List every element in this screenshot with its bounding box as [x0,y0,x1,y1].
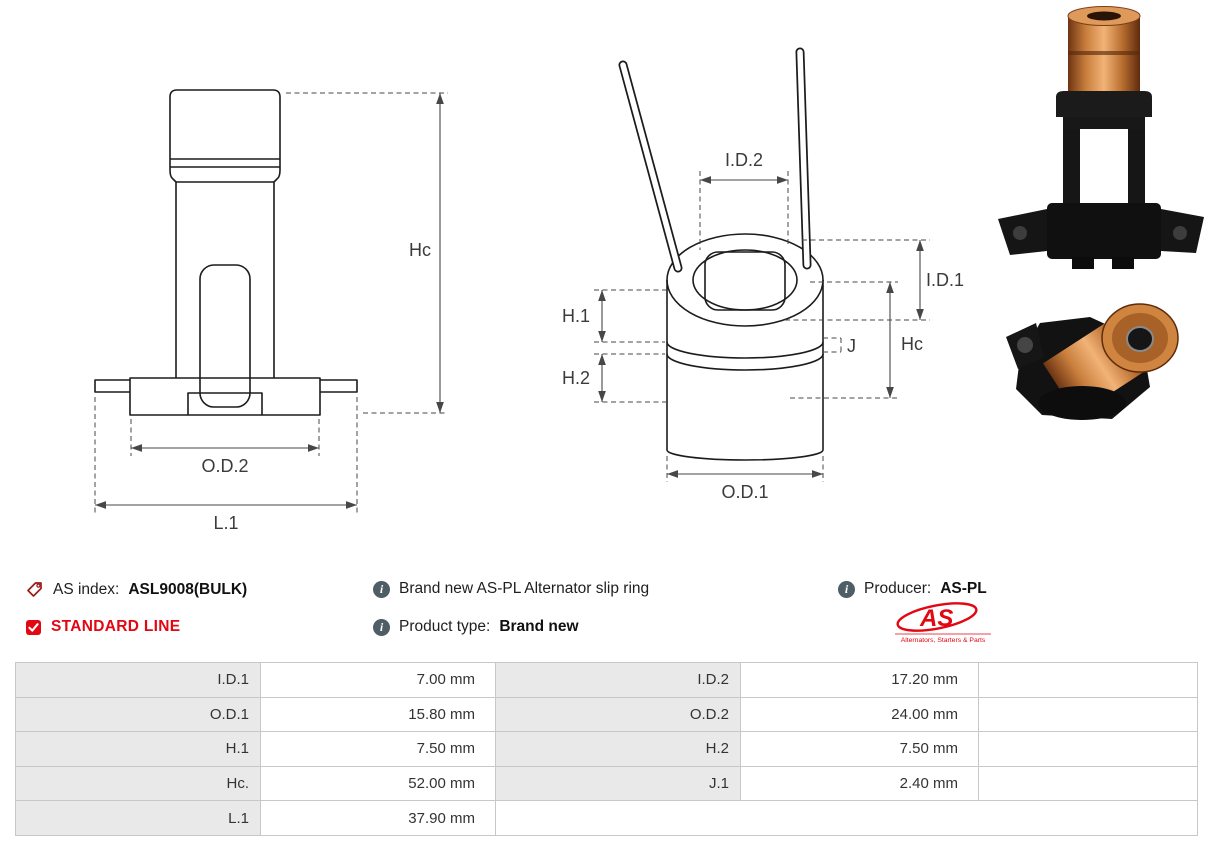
dim-id2: I.D.2 [699,150,789,250]
spec-value-cell: 15.80 mm [260,696,496,733]
section-view-drawing: I.D.2 I.D.1 Hc H.1 H.2 [562,47,964,502]
spec-label-cell: L.1 [15,800,261,836]
spec-table: I.D.1 7.00 mm I.D.2 17.20 mm O.D.1 15.80… [15,662,1198,836]
as-index-value: ASL9008(BULK) [128,580,248,598]
checkbox-checked-icon [26,619,41,635]
as-pl-logo: AS Alternators, Starters & Parts [895,602,991,644]
dim-l1: L.1 [94,397,358,533]
spec-empty-cell [978,731,1198,767]
spec-empty-cell [495,800,1198,836]
as-index-label: AS index: [53,580,120,598]
as-index-row: AS index: ASL9008(BULK) [25,580,247,599]
dim-h1: H.1 [562,289,667,343]
slip-ring-wires [618,47,812,273]
dim-label-j: J [847,336,856,356]
dim-label-hc: Hc [409,240,431,260]
dim-hc-side: Hc [286,92,448,414]
dim-label-od2: O.D.2 [201,456,248,476]
dim-hc-section: Hc [790,281,923,399]
dim-label-od1: O.D.1 [721,482,768,502]
dim-label-id1: I.D.1 [926,270,964,290]
dim-id1: I.D.1 [785,239,964,321]
product-photo-top [998,6,1204,269]
standard-line-label: STANDARD LINE [51,618,181,635]
spec-label-cell: H.1 [15,731,261,767]
dim-od2: O.D.2 [130,419,320,476]
dim-label-h1: H.1 [562,306,590,326]
product-description: Brand new AS-PL Alternator slip ring [399,580,650,597]
spec-value-cell: 7.50 mm [260,731,496,767]
spec-label-cell: I.D.2 [495,662,741,698]
dim-j: J [823,336,856,356]
spec-value-cell: 37.90 mm [260,800,496,836]
spec-value-cell: 7.00 mm [260,662,496,698]
product-type-row: i Product type: Brand new [373,618,579,636]
product-type-value: Brand new [499,618,579,635]
spec-label-cell: H.2 [495,731,741,767]
table-row: L.1 37.90 mm [15,800,1198,836]
side-view-drawing: Hc O.D.2 L.1 [94,89,448,533]
dim-label-id2: I.D.2 [725,150,763,170]
info-icon: i [373,580,390,598]
table-row: Hc. 52.00 mm J.1 2.40 mm [15,765,1198,802]
side-view-part-outline [94,89,358,416]
section-view-part-outline [666,233,824,461]
standard-line-row: STANDARD LINE [25,618,180,636]
spec-value-cell: 52.00 mm [260,765,496,802]
description-row: i Brand new AS-PL Alternator slip ring [373,580,649,598]
spec-value-cell: 7.50 mm [740,731,979,767]
dim-h2: H.2 [562,353,667,403]
producer-row: i Producer: AS-PL [838,580,987,598]
dim-label-h2: H.2 [562,368,590,388]
spec-value-cell: 17.20 mm [740,662,979,698]
product-type-label: Product type: [399,618,491,635]
producer-label: Producer: [864,580,932,597]
table-row: H.1 7.50 mm H.2 7.50 mm [15,731,1198,767]
product-photos [998,6,1204,420]
dim-od1: O.D.1 [666,456,824,502]
info-icon: i [373,618,390,636]
spec-label-cell: Hc. [15,765,261,802]
table-row: O.D.1 15.80 mm O.D.2 24.00 mm [15,696,1198,733]
spec-label-cell: I.D.1 [15,662,261,698]
producer-value: AS-PL [940,580,987,597]
spec-empty-cell [978,696,1198,733]
dim-label-l1: L.1 [213,513,238,533]
spec-empty-cell [978,765,1198,802]
spec-label-cell: O.D.2 [495,696,741,733]
table-row: I.D.1 7.00 mm I.D.2 17.20 mm [15,662,1198,698]
info-icon: i [838,580,855,598]
product-photo-bottom [1006,303,1179,420]
as-logo-text: AS [919,605,953,632]
dim-label-hc-section: Hc [901,334,923,354]
spec-empty-cell [978,662,1198,698]
as-logo-subtext: Alternators, Starters & Parts [901,637,986,644]
spec-value-cell: 2.40 mm [740,765,979,802]
tag-icon [27,582,42,597]
spec-label-cell: O.D.1 [15,696,261,733]
spec-value-cell: 24.00 mm [740,696,979,733]
spec-label-cell: J.1 [495,765,741,802]
